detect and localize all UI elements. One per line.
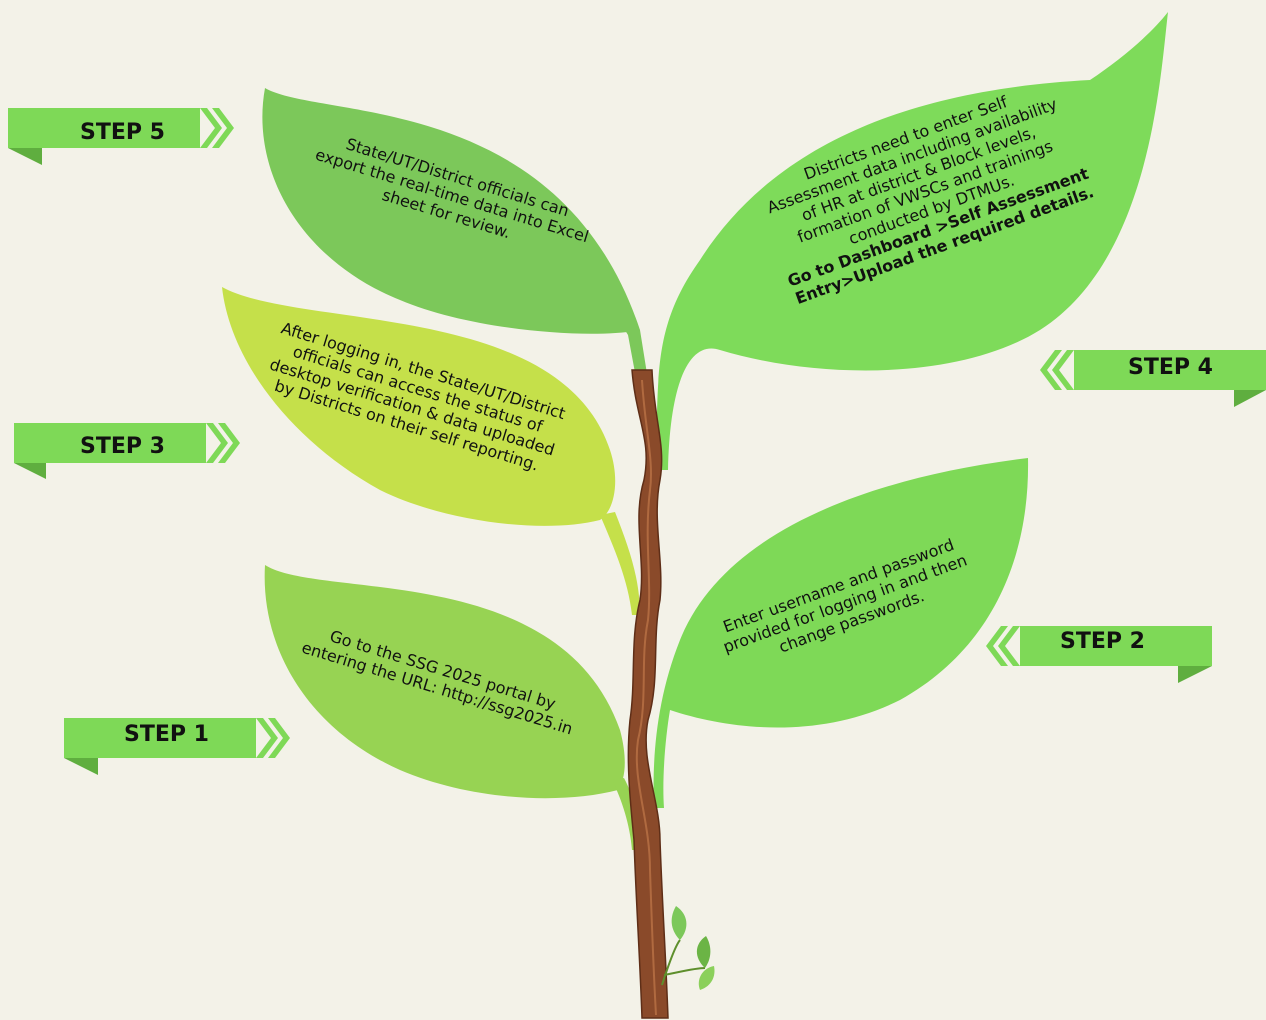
banner-step5 [8, 108, 234, 165]
leaf-step3 [222, 287, 616, 526]
step4-label: STEP 4 [1128, 355, 1213, 380]
sprout-leaf-b [696, 936, 711, 968]
leaf-step2 [653, 458, 1029, 808]
banner-step4 [1040, 350, 1266, 407]
leaf-step1 [264, 565, 625, 799]
leaf-step4 [655, 12, 1168, 470]
leaf-step3-stalk [600, 512, 640, 615]
banner-step1 [64, 718, 290, 775]
leaf-step5-stalk [600, 290, 648, 380]
banner-step2 [986, 626, 1212, 683]
leaf-step5 [262, 88, 640, 334]
sprout-twig [661, 939, 706, 986]
sprout-leaf-a [671, 906, 687, 940]
step1-label: STEP 1 [124, 722, 209, 747]
step2-label: STEP 2 [1060, 629, 1145, 654]
sprout-leaf-c [698, 966, 715, 990]
banner-step3 [14, 423, 240, 479]
step5-label: STEP 5 [80, 120, 165, 145]
step3-label: STEP 3 [80, 434, 165, 459]
stem-highlight [635, 379, 657, 1016]
stem [627, 369, 669, 1019]
